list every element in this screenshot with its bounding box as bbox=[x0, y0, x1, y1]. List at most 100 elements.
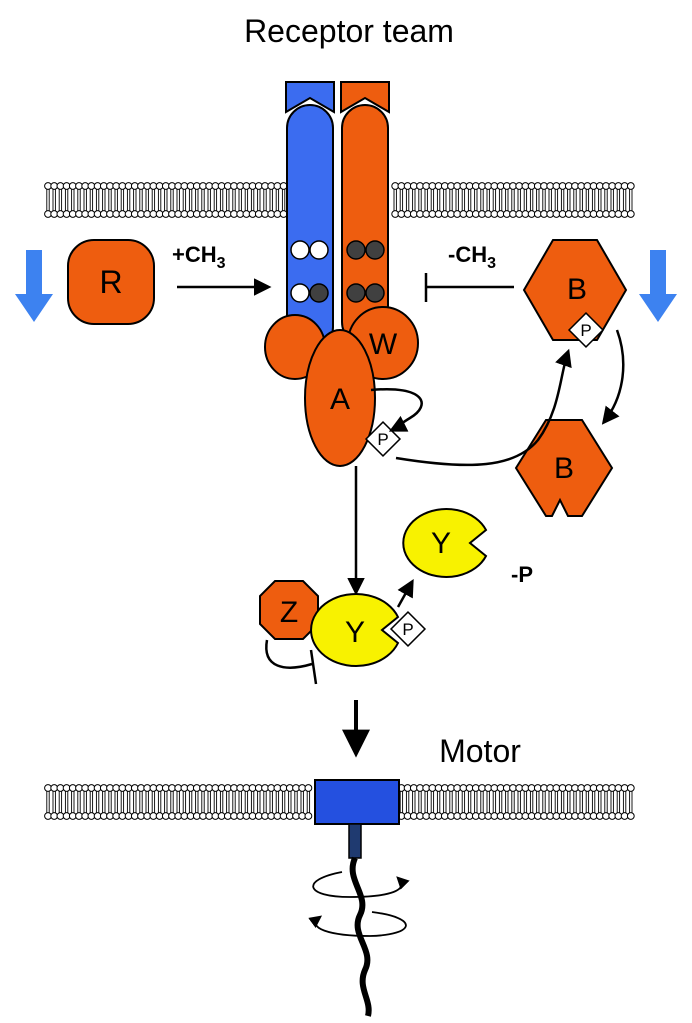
y-release-arrow bbox=[396, 578, 414, 608]
lipid-tail bbox=[461, 791, 466, 813]
phosphate-b-label: P bbox=[580, 321, 591, 340]
lipid-tail bbox=[164, 189, 168, 211]
lipid-tail bbox=[629, 189, 633, 211]
protein-b-phospho-label: B bbox=[567, 273, 587, 306]
protein-r-label: R bbox=[99, 264, 122, 300]
z-inhibition-bar bbox=[309, 649, 318, 685]
lipid-tail bbox=[126, 791, 131, 813]
lipid-tail bbox=[219, 791, 224, 813]
lipid-tail bbox=[71, 791, 75, 813]
lipid-tail bbox=[120, 791, 125, 813]
methyl-site-filled bbox=[365, 283, 385, 303]
rotation-arrow-lower bbox=[308, 911, 407, 937]
lipid-tail bbox=[461, 189, 466, 211]
lipid-tail bbox=[480, 189, 484, 211]
lipid-tail bbox=[622, 791, 627, 813]
lipid-tail bbox=[591, 189, 596, 211]
lipid-tail bbox=[219, 189, 224, 211]
motor-shaft bbox=[348, 823, 362, 859]
lipid-tail bbox=[511, 189, 515, 211]
lipid-tail bbox=[139, 189, 143, 211]
lipid-tail bbox=[443, 791, 447, 813]
lipid-tail bbox=[436, 791, 441, 813]
phosphate-b bbox=[567, 311, 605, 349]
lipid-head bbox=[304, 784, 313, 792]
flagellum bbox=[349, 856, 372, 1017]
lipid-tail bbox=[182, 791, 187, 813]
methyl-site-filled bbox=[346, 283, 366, 303]
lipid-tail bbox=[616, 791, 621, 813]
lipid-tail bbox=[610, 189, 614, 211]
lipid-head bbox=[626, 784, 635, 792]
lipid-tail bbox=[455, 189, 459, 211]
lipid-tail bbox=[610, 791, 614, 813]
lipid-tail bbox=[542, 189, 546, 211]
lipid-tail bbox=[83, 189, 87, 211]
protein-r bbox=[67, 239, 155, 325]
lipid-tail bbox=[89, 189, 94, 211]
lipid-tail bbox=[213, 791, 218, 813]
lipid-head bbox=[626, 210, 635, 218]
lipid-tail bbox=[424, 791, 428, 813]
lipid-head bbox=[279, 210, 288, 218]
methyl-site-filled bbox=[365, 240, 385, 260]
protein-b-phospho bbox=[522, 239, 628, 341]
diagram-title: Receptor team bbox=[244, 13, 454, 49]
lipid-tail bbox=[399, 189, 404, 211]
lipid-tail bbox=[430, 189, 435, 211]
lipid-tail bbox=[176, 791, 180, 813]
lipid-tail bbox=[145, 791, 149, 813]
lipid-tail bbox=[207, 189, 211, 211]
lipid-tail bbox=[393, 189, 397, 211]
lipid-tail bbox=[598, 791, 602, 813]
lipid-tail bbox=[46, 791, 50, 813]
lipid-tail bbox=[474, 189, 478, 211]
protein-y-free bbox=[402, 508, 488, 578]
lipid-tail bbox=[616, 189, 621, 211]
lipid-tail bbox=[405, 791, 410, 813]
lipid-tail bbox=[288, 791, 292, 813]
lipid-tail bbox=[474, 791, 478, 813]
lipid-tail bbox=[629, 791, 633, 813]
lipid-head bbox=[279, 182, 288, 190]
protein-b-free bbox=[514, 419, 614, 517]
dephosphorylation-label: -P bbox=[511, 562, 533, 587]
lipid-tail bbox=[226, 791, 230, 813]
lipid-tail bbox=[201, 189, 205, 211]
lipid-tail bbox=[95, 791, 100, 813]
lipid-tail bbox=[102, 791, 106, 813]
lipid-tail bbox=[133, 791, 137, 813]
protein-z-label: Z bbox=[280, 596, 298, 629]
lipid-tail bbox=[529, 791, 534, 813]
phosphate-y-label: P bbox=[402, 620, 413, 639]
lipid-tail bbox=[151, 189, 156, 211]
lipid-tail bbox=[560, 791, 565, 813]
lipid-tail bbox=[126, 189, 131, 211]
lipid-tail bbox=[102, 189, 106, 211]
lipid-tail bbox=[554, 189, 559, 211]
lipid-tail bbox=[170, 791, 174, 813]
lipid-tail bbox=[436, 189, 441, 211]
receptor-blue-tip bbox=[285, 81, 335, 114]
lipid-tail bbox=[244, 189, 249, 211]
lipid-tail bbox=[467, 791, 472, 813]
lipid-tail bbox=[306, 791, 311, 813]
lipid-tail bbox=[114, 189, 118, 211]
lipid-tail bbox=[492, 189, 497, 211]
protein-y-free-label: Y bbox=[431, 527, 451, 560]
lipid-tail bbox=[250, 189, 255, 211]
lipid-tail bbox=[263, 189, 267, 211]
lipid-tail bbox=[195, 791, 199, 813]
lipid-tail bbox=[486, 791, 490, 813]
lipid-tail bbox=[505, 791, 509, 813]
methyl-site-filled bbox=[309, 283, 329, 303]
decrease-arrow-right bbox=[639, 250, 677, 322]
lipid-tail bbox=[207, 791, 211, 813]
lipid-tail bbox=[498, 791, 503, 813]
lipid-tail bbox=[46, 189, 50, 211]
receptor-orange-tip bbox=[340, 81, 390, 114]
rotation-arrow-upper bbox=[312, 871, 410, 898]
demethylation-label: -CH3 bbox=[448, 242, 496, 272]
lipid-tail bbox=[517, 189, 521, 211]
